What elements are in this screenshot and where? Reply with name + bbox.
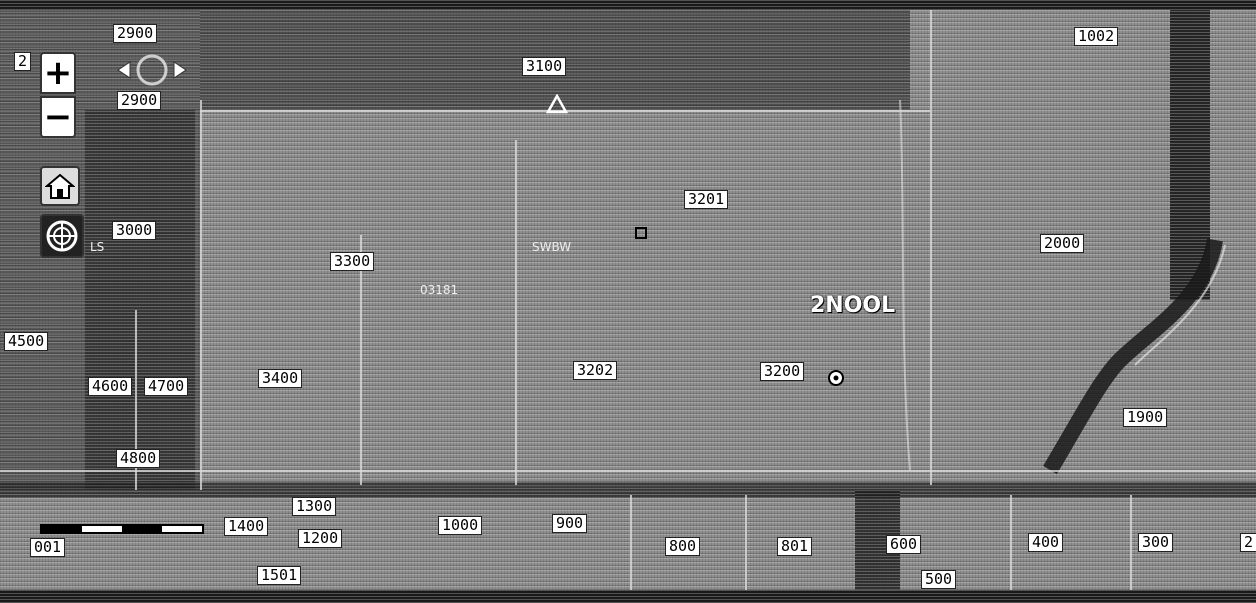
parcel-line: [930, 10, 932, 485]
parcel-line: [360, 235, 362, 485]
parcel-label[interactable]: 1002: [1074, 27, 1119, 46]
top-dark-band: [200, 0, 910, 110]
parcel-label[interactable]: 1300: [292, 497, 337, 516]
road-label: 2NOOL: [810, 293, 896, 318]
parcel-line: [630, 495, 632, 590]
locate-button[interactable]: [40, 214, 84, 258]
map-text: SWBW: [532, 240, 572, 254]
parcel-line: [0, 470, 1256, 472]
parcel-line: [1130, 495, 1132, 590]
parcel-label[interactable]: 3000: [112, 221, 157, 240]
parcel-label[interactable]: 600: [886, 535, 922, 554]
target-marker-icon[interactable]: [826, 368, 846, 388]
parcel-label[interactable]: 400: [1028, 533, 1064, 552]
parcel-label[interactable]: 2900: [113, 24, 158, 43]
parcel-label[interactable]: 4600: [88, 377, 133, 396]
parcel-label[interactable]: 4700: [144, 377, 189, 396]
parcel-label[interactable]: 3200: [760, 362, 805, 381]
parcel-label[interactable]: 2900: [117, 91, 162, 110]
parcel-label[interactable]: 3300: [330, 252, 375, 271]
map-text: 03181: [420, 283, 459, 297]
bottom-dark-band: [0, 482, 1256, 498]
parcel-line: [200, 100, 202, 490]
parcel-label[interactable]: 001: [30, 538, 66, 557]
home-button[interactable]: [40, 166, 80, 206]
parcel-label[interactable]: 3202: [573, 361, 618, 380]
parcel-label[interactable]: 2: [14, 52, 32, 71]
bottom-edge-band: [0, 590, 1256, 603]
parcel-label[interactable]: 4500: [4, 332, 49, 351]
parcel-label[interactable]: 1200: [298, 529, 343, 548]
parcel-label[interactable]: 900: [552, 514, 588, 533]
right-dark-strip: [1170, 0, 1210, 300]
parcel-label[interactable]: 4800: [116, 449, 161, 468]
pan-arrows-icon[interactable]: [108, 50, 196, 90]
parcel-label[interactable]: 1501: [257, 566, 302, 585]
parcel-label[interactable]: 3201: [684, 190, 729, 209]
parcel-label[interactable]: 2: [1240, 533, 1256, 552]
square-marker-icon[interactable]: [634, 226, 648, 240]
parcel-label[interactable]: 500: [921, 570, 957, 589]
road-dark-strip: [85, 110, 195, 490]
parcel-label[interactable]: 300: [1138, 533, 1174, 552]
triangle-marker-icon[interactable]: [546, 94, 568, 114]
top-edge-band: [0, 0, 1256, 10]
zoom-out-button[interactable]: −: [40, 96, 76, 138]
parcel-label[interactable]: 2000: [1040, 234, 1085, 253]
parcel-label[interactable]: 3100: [522, 57, 567, 76]
parcel-line: [745, 495, 747, 590]
crosshair-icon: [46, 220, 78, 252]
parcel-label[interactable]: 801: [777, 537, 813, 556]
parcel-label[interactable]: 3400: [258, 369, 303, 388]
map-text: LS: [90, 240, 105, 254]
parcel-label[interactable]: 1400: [224, 517, 269, 536]
parcel-label[interactable]: 1000: [438, 516, 483, 535]
parcel-label[interactable]: 1900: [1123, 408, 1168, 427]
parcel-line: [1010, 495, 1012, 590]
zoom-in-button[interactable]: +: [40, 52, 76, 94]
parcel-line: [515, 140, 517, 485]
parcel-label[interactable]: 800: [665, 537, 701, 556]
parcel-line: [135, 310, 137, 490]
home-icon: [45, 173, 75, 199]
scale-bar: [40, 524, 204, 534]
